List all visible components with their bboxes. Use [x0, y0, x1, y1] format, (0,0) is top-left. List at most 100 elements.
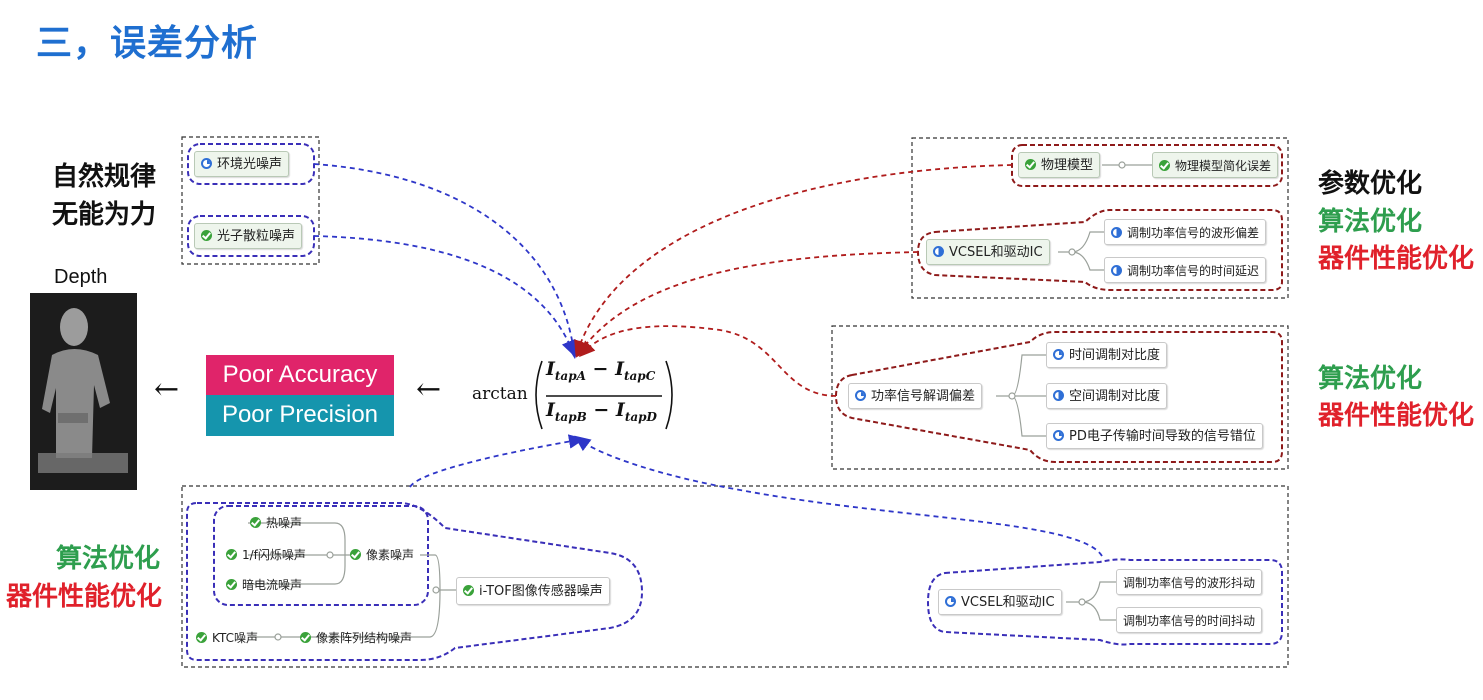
- curve-ambient: [313, 163, 580, 360]
- node-flicker-noise[interactable]: 1/f闪烁噪声: [226, 546, 306, 563]
- node-vcsel-driver-bottom[interactable]: VCSEL和驱动IC: [938, 589, 1062, 615]
- pie-icon: [201, 158, 212, 169]
- node-dark-current-noise[interactable]: 暗电流噪声: [226, 576, 302, 593]
- check-icon: [250, 517, 261, 528]
- check-icon: [1025, 159, 1036, 170]
- node-ambient-noise[interactable]: 环境光噪声: [194, 151, 290, 177]
- poor-precision-box: Poor Precision: [206, 395, 394, 436]
- check-icon: [226, 549, 237, 560]
- curve-vcsel-bottom: [574, 435, 1103, 557]
- curve-sensor: [409, 434, 586, 488]
- label-algo-optimization-1: 算法优化: [1318, 207, 1423, 237]
- formula-fn: arctan: [472, 384, 528, 404]
- node-label: 调制功率信号的时间抖动: [1123, 614, 1256, 628]
- curve-shot: [313, 235, 576, 357]
- den-minus: −: [593, 399, 610, 421]
- num-i-c: I: [615, 358, 624, 380]
- check-icon: [196, 632, 207, 643]
- node-label: 光子散粒噪声: [217, 229, 296, 244]
- formula-parens: [535, 360, 673, 430]
- node-waveform-jitter[interactable]: 调制功率信号的波形抖动: [1116, 569, 1263, 595]
- node-label: 像素阵列结构噪声: [316, 631, 413, 645]
- node-shot-noise[interactable]: 光子散粒噪声: [194, 223, 303, 249]
- pie-icon: [855, 390, 866, 401]
- node-time-jitter[interactable]: 调制功率信号的时间抖动: [1116, 607, 1263, 633]
- nature-line2: 无能为力: [52, 200, 157, 230]
- node-label: 调制功率信号的时间延迟: [1127, 264, 1260, 278]
- arrow-to-boxes: ←: [416, 372, 442, 407]
- node-label: 暗电流噪声: [242, 578, 303, 592]
- num-minus: −: [592, 358, 609, 380]
- node-physical-model-error[interactable]: 物理模型简化误差: [1152, 152, 1279, 178]
- half-circle-icon: [1111, 265, 1122, 276]
- node-waveform-deviation[interactable]: 调制功率信号的波形偏差: [1104, 219, 1267, 245]
- group-box-demod: [831, 325, 1289, 470]
- outline-demod: [834, 331, 1283, 463]
- depth-label: Depth: [54, 266, 108, 288]
- node-thermal-noise[interactable]: 热噪声: [250, 514, 302, 531]
- outline-sensor: [186, 502, 644, 661]
- node-label: 物理模型简化误差: [1175, 159, 1272, 173]
- den-sub-d: tapD: [624, 409, 657, 424]
- node-label: 时间调制对比度: [1069, 348, 1161, 363]
- node-label: 调制功率信号的波形偏差: [1127, 226, 1260, 240]
- node-ktc-noise[interactable]: KTC噪声: [196, 629, 258, 646]
- den-i-d: I: [615, 399, 625, 421]
- num-sub-c: tapC: [623, 368, 656, 383]
- node-label: VCSEL和驱动IC: [949, 245, 1043, 260]
- node-physical-model[interactable]: 物理模型: [1018, 152, 1101, 178]
- node-label: PD电子传输时间导致的信号错位: [1069, 429, 1256, 444]
- node-time-contrast[interactable]: 时间调制对比度: [1046, 342, 1168, 368]
- node-fpn-noise[interactable]: 像素阵列结构噪声: [300, 629, 412, 646]
- node-sensor-noise[interactable]: i-TOF图像传感器噪声: [456, 577, 610, 605]
- half-circle-icon: [933, 246, 944, 257]
- check-icon: [300, 632, 311, 643]
- group-box-nature: [181, 136, 320, 265]
- label-device-optimization-2: 器件性能优化: [1318, 401, 1475, 431]
- num-i-a: I: [546, 358, 555, 380]
- num-sub-a: tapA: [554, 368, 586, 383]
- node-label: KTC噪声: [212, 631, 258, 645]
- node-label: 调制功率信号的波形抖动: [1123, 576, 1256, 590]
- curve-physical: [574, 164, 1013, 357]
- node-space-contrast[interactable]: 空间调制对比度: [1046, 383, 1168, 409]
- check-icon: [1159, 160, 1170, 171]
- formula-numerator: ItapA − ItapC: [546, 358, 655, 383]
- node-label: 空间调制对比度: [1069, 389, 1161, 404]
- node-label: 功率信号解调偏差: [871, 389, 976, 404]
- den-sub-b: tapB: [554, 409, 587, 424]
- node-label: 1/f闪烁噪声: [242, 548, 306, 562]
- node-label: 热噪声: [266, 516, 303, 530]
- node-pd-transfer[interactable]: PD电子传输时间导致的信号错位: [1046, 423, 1263, 449]
- arrow-to-depth: ←: [154, 372, 180, 407]
- poor-accuracy-box: Poor Accuracy: [206, 355, 394, 395]
- label-device-optimization-left: 器件性能优化: [6, 582, 163, 612]
- depth-image: [30, 293, 137, 490]
- check-icon: [463, 585, 474, 596]
- page-title: 三，误差分析: [36, 23, 259, 64]
- half-circle-icon: [1053, 390, 1064, 401]
- pie-icon: [1053, 430, 1064, 441]
- group-box-noise: [181, 485, 1289, 668]
- pie-icon: [945, 596, 956, 607]
- label-algo-optimization-left: 算法优化: [56, 544, 161, 574]
- node-label: 像素噪声: [366, 548, 415, 562]
- node-time-delay[interactable]: 调制功率信号的时间延迟: [1104, 257, 1267, 283]
- node-vcsel-driver-top[interactable]: VCSEL和驱动IC: [926, 239, 1050, 265]
- curve-demod: [579, 325, 837, 397]
- node-label: 物理模型: [1041, 158, 1094, 173]
- curve-vcsel-top: [575, 251, 919, 358]
- pie-icon: [1053, 349, 1064, 360]
- node-label: i-TOF图像传感器噪声: [479, 584, 603, 599]
- nature-line1: 自然规律: [52, 162, 157, 192]
- node-demod-deviation[interactable]: 功率信号解调偏差: [848, 383, 983, 409]
- label-param-optimization: 参数优化: [1318, 169, 1423, 199]
- formula-denominator: ItapB − ItapD: [546, 399, 657, 424]
- node-pixel-noise[interactable]: 像素噪声: [350, 546, 414, 563]
- check-icon: [226, 579, 237, 590]
- group-box-param: [911, 137, 1289, 299]
- arctan-formula: arctan ItapA − ItapC ItapB − ItapD: [472, 353, 673, 435]
- node-label: 环境光噪声: [217, 157, 283, 172]
- node-label: VCSEL和驱动IC: [961, 595, 1055, 610]
